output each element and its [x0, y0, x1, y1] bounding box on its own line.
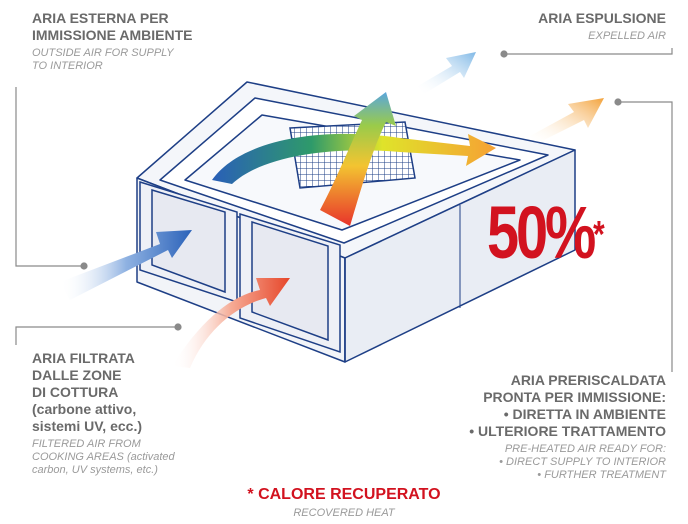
preheated-air-label: ARIA PRERISCALDATA PRONTA PER IMMISSIONE…: [469, 372, 666, 482]
efficiency-value: 50%: [487, 191, 596, 274]
footnote-sub: RECOVERED HEAT: [293, 507, 395, 519]
filtered-air-label: ARIA FILTRATA DALLE ZONE DI COTTURA (car…: [32, 350, 175, 477]
front-filter-panels: [139, 180, 341, 354]
preheated-air-sub-line2: • DIRECT SUPPLY TO INTERIOR: [499, 456, 666, 468]
kitchen-air-inflow-arrow: [172, 278, 290, 368]
outside-air-title-line1: ARIA ESTERNA PER: [32, 10, 169, 26]
filtered-air-title-line4: (carbone attivo,: [32, 401, 137, 417]
outside-air-to-supply-arrow: [212, 133, 496, 184]
expelled-air-outflow-arrow: [418, 52, 476, 94]
preheated-air-sub-line1: PRE-HEATED AIR READY FOR:: [504, 443, 666, 455]
preheated-air-outflow-arrow: [530, 98, 604, 144]
filtered-air-title-line1: ARIA FILTRATA: [32, 350, 135, 366]
outside-air-label: ARIA ESTERNA PER IMMISSIONE AMBIENTE OUT…: [32, 10, 193, 73]
expelled-air-sub: EXPELLED AIR: [588, 30, 666, 42]
outside-air-sub-line2: TO INTERIOR: [32, 60, 103, 72]
filtered-air-title-line3: DI COTTURA: [32, 384, 119, 400]
filtered-air-sub-line3: carbon, UV systems, etc.): [32, 464, 158, 476]
leader-lines: [15, 48, 673, 372]
preheated-air-sub-line3: • FURTHER TREATMENT: [537, 469, 666, 481]
filtered-air-title-line5: sistemi UV, ecc.): [32, 418, 142, 434]
preheated-air-title-line4: • ULTERIORE TRATTAMENTO: [469, 423, 666, 439]
preheated-air-title-line1: ARIA PRERISCALDATA: [510, 372, 666, 388]
expelled-air-label: ARIA ESPULSIONE EXPELLED AIR: [538, 10, 666, 43]
preheated-air-title-line3: • DIRETTA IN AMBIENTE: [503, 406, 666, 422]
outside-air-inflow-arrow: [60, 230, 192, 300]
footnote-title: * CALORE RECUPERATO: [247, 486, 441, 503]
outside-air-title-line2: IMMISSIONE AMBIENTE: [32, 27, 193, 43]
efficiency-percentage: 50%*: [487, 196, 605, 270]
filtered-air-title-line2: DALLE ZONE: [32, 367, 122, 383]
efficiency-asterisk: *: [593, 214, 605, 256]
filtered-air-sub-line2: COOKING AREAS (activated: [32, 451, 175, 463]
outside-air-sub-line1: OUTSIDE AIR FOR SUPPLY: [32, 47, 174, 59]
filtered-air-sub-line1: FILTERED AIR FROM: [32, 438, 141, 450]
preheated-air-title-line2: PRONTA PER IMMISSIONE:: [483, 389, 666, 405]
expelled-air-title: ARIA ESPULSIONE: [538, 10, 666, 26]
kitchen-air-to-exhaust-arrow: [320, 92, 396, 226]
